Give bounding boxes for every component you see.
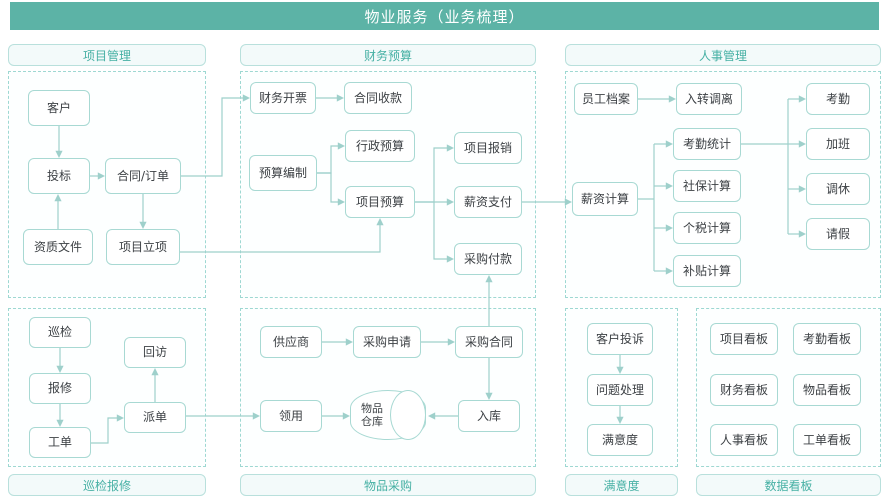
node-wpck-label: 物品 仓库 — [361, 401, 383, 428]
node-xzzf[interactable]: 薪资支付 — [454, 186, 522, 218]
node-htdd[interactable]: 合同/订单 — [105, 158, 181, 194]
group-label-project-management: 项目管理 — [8, 44, 206, 66]
node-gd[interactable]: 工单 — [29, 427, 91, 458]
node-cwkb[interactable]: 财务看板 — [710, 374, 778, 406]
node-kqtj[interactable]: 考勤统计 — [673, 128, 741, 160]
node-xmkb[interactable]: 项目看板 — [710, 323, 778, 355]
cylinder-cap — [390, 390, 426, 440]
group-label-satisfaction: 满意度 — [565, 474, 678, 496]
page-title: 物业服务（业务梳理） — [10, 2, 879, 30]
group-label-finance-budget: 财务预算 — [240, 44, 536, 66]
node-xmbx[interactable]: 项目报销 — [454, 132, 522, 164]
node-cgsq[interactable]: 采购申请 — [353, 326, 421, 358]
node-wtcl[interactable]: 问题处理 — [587, 374, 653, 406]
node-cght[interactable]: 采购合同 — [455, 326, 523, 358]
node-ysbz[interactable]: 预算编制 — [249, 155, 317, 191]
node-xj[interactable]: 巡检 — [29, 317, 91, 348]
node-myd[interactable]: 满意度 — [587, 424, 653, 456]
node-bx[interactable]: 报修 — [29, 373, 91, 404]
group-label-inspection-repair: 巡检报修 — [8, 474, 206, 496]
node-xzjs[interactable]: 薪资计算 — [572, 182, 638, 216]
node-gsjs[interactable]: 个税计算 — [673, 212, 741, 244]
group-label-data-dashboard: 数据看板 — [696, 474, 881, 496]
group-label-goods-procurement: 物品采购 — [240, 474, 536, 496]
node-ly[interactable]: 领用 — [260, 400, 322, 432]
node-cwkp[interactable]: 财务开票 — [250, 82, 316, 114]
group-label-hr-management: 人事管理 — [565, 44, 881, 66]
node-wpkb[interactable]: 物品看板 — [793, 374, 861, 406]
node-pd[interactable]: 派单 — [124, 402, 186, 433]
node-rskb[interactable]: 人事看板 — [710, 424, 778, 456]
node-khu[interactable]: 客户 — [28, 90, 90, 126]
node-gys[interactable]: 供应商 — [260, 326, 322, 358]
node-htsk[interactable]: 合同收款 — [344, 82, 412, 114]
node-wpck-cylinder[interactable]: 物品 仓库 — [350, 390, 426, 440]
node-xmlx[interactable]: 项目立项 — [106, 229, 180, 265]
node-kq[interactable]: 考勤 — [806, 83, 870, 115]
node-rk[interactable]: 入库 — [458, 400, 520, 432]
node-rzdl[interactable]: 入转调离 — [676, 83, 742, 115]
node-zzwj[interactable]: 资质文件 — [23, 229, 93, 265]
node-cgfk[interactable]: 采购付款 — [454, 243, 522, 275]
node-qj[interactable]: 请假 — [806, 218, 870, 250]
node-sbjs[interactable]: 社保计算 — [673, 170, 741, 202]
node-btjs[interactable]: 补贴计算 — [673, 255, 741, 287]
node-khts[interactable]: 客户投诉 — [587, 323, 653, 355]
node-tb[interactable]: 投标 — [28, 158, 90, 194]
node-xzys[interactable]: 行政预算 — [345, 130, 415, 162]
node-xmys[interactable]: 项目预算 — [345, 186, 415, 218]
node-hf[interactable]: 回访 — [124, 337, 186, 368]
node-ygda[interactable]: 员工档案 — [574, 83, 638, 115]
node-gdkb[interactable]: 工单看板 — [793, 424, 861, 456]
node-tx[interactable]: 调休 — [806, 173, 870, 205]
node-jb[interactable]: 加班 — [806, 128, 870, 160]
node-kqkb[interactable]: 考勤看板 — [793, 323, 861, 355]
